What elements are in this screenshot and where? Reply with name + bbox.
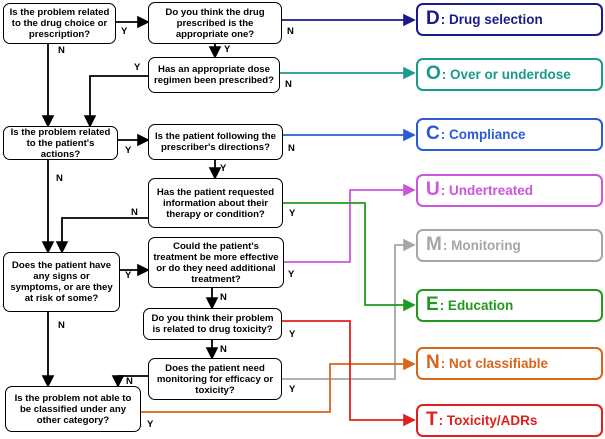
label-q10-m: Y (289, 384, 296, 395)
edge-q11-n (141, 357, 416, 413)
label-q9-q10: N (220, 344, 227, 355)
label-q11-n: Y (147, 419, 154, 430)
category-letter: N (426, 352, 440, 373)
category-compliance: C: Compliance (416, 118, 603, 151)
category-label: : Drug selection (440, 12, 543, 27)
edge-q6-q7 (55, 217, 148, 254)
category-over-underdose: O: Over or underdose (416, 58, 603, 91)
label-q7-q11: N (58, 320, 65, 331)
category-drug-selection: D: Drug selection (416, 3, 603, 36)
label-q2-d: N (287, 26, 294, 37)
label-q5-q6: Y (220, 163, 227, 174)
category-label: : Not classifiable (440, 356, 549, 371)
category-letter: T (426, 409, 438, 430)
question-dose-regimen: Has an appropriate dose regimen been pre… (148, 57, 280, 93)
category-letter: E (426, 294, 439, 315)
question-drug-choice: Is the problem related to the drug choic… (3, 3, 116, 44)
category-monitoring: M: Monitoring (416, 229, 603, 262)
edge-q10-m (282, 238, 416, 380)
question-not-classifiable: Is the problem not able to be classified… (5, 386, 141, 432)
label-q6-e: Y (289, 208, 296, 219)
category-label: : Undertreated (440, 183, 533, 198)
category-letter: D (426, 8, 440, 29)
category-label: : Toxicity/ADRs (438, 413, 538, 428)
edge-q10-q11 (111, 375, 148, 388)
label-q8-q9: N (220, 292, 227, 303)
label-q10-q11: N (126, 376, 133, 387)
category-undertreated: U: Undertreated (416, 174, 603, 207)
label-q6-q7: N (131, 207, 138, 218)
edge-q9-t (282, 320, 416, 427)
question-patient-actions: Is the problem related to the patient's … (3, 126, 118, 160)
category-letter: C (426, 123, 440, 144)
label-q7-q8: Y (125, 270, 132, 281)
label-q1-q2: Y (121, 26, 128, 37)
category-letter: O (426, 63, 441, 84)
label-q4-q5: Y (125, 145, 132, 156)
question-drug-appropriate: Do you think the drug prescribed is the … (148, 2, 282, 44)
label-q3-q4: Y (134, 62, 141, 73)
label-q4-q7: N (56, 173, 63, 184)
category-label: : Compliance (440, 127, 526, 142)
question-drug-toxicity: Do you think their problem is related to… (143, 308, 282, 340)
label-q1-q4: N (58, 45, 65, 56)
category-letter: U (426, 179, 440, 200)
category-letter: M (426, 234, 442, 255)
label-q3-o: N (285, 79, 292, 90)
label-q8-u: Y (288, 269, 295, 280)
question-need-monitoring: Does the patient need monitoring for eff… (148, 358, 282, 400)
question-treatment-effective: Could the patient's treatment be more ef… (148, 237, 284, 288)
label-q2-q3: Y (224, 44, 231, 55)
label-q5-c: N (288, 143, 295, 154)
question-requested-information: Has the patient requested information ab… (148, 178, 283, 228)
category-label: : Education (439, 298, 514, 313)
question-signs-symptoms: Does the patient have any signs or sympt… (3, 252, 120, 312)
category-not-classifiable: N: Not classifiable (416, 347, 603, 380)
edge-q8-u (284, 183, 416, 263)
category-education: E: Education (416, 289, 603, 322)
label-q9-t: Y (289, 329, 296, 340)
category-label: : Over or underdose (441, 67, 571, 82)
question-following-directions: Is the patient following the prescriber'… (148, 124, 283, 160)
edge-q6-e (283, 202, 416, 312)
category-toxicity-adrs: T: Toxicity/ADRs (416, 404, 603, 437)
edge-q3-q4 (83, 75, 148, 128)
category-label: : Monitoring (442, 238, 521, 253)
